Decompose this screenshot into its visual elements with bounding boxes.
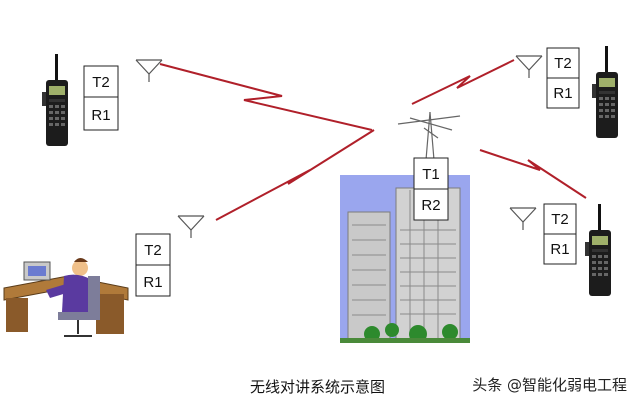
label-tx-lower-right: T2 bbox=[551, 211, 569, 228]
link-lower-right-radio bbox=[479, 149, 587, 199]
label-tx-repeater: T1 bbox=[422, 166, 440, 183]
link-left-radio bbox=[159, 63, 373, 131]
label-tx-left: T2 bbox=[92, 74, 110, 91]
tower-antenna-icon bbox=[397, 111, 461, 161]
walkie-talkie-left-icon bbox=[42, 54, 68, 146]
label-rx-lower-right: R1 bbox=[550, 241, 569, 258]
label-rx-repeater: R2 bbox=[421, 197, 440, 214]
walkie-talkie-right-icon bbox=[592, 46, 618, 138]
label-rx-left: R1 bbox=[91, 107, 110, 124]
box-repeater: T1 R2 bbox=[413, 157, 449, 221]
walkie-talkie-lower-right-icon bbox=[585, 204, 611, 296]
antenna-right-icon bbox=[515, 55, 543, 79]
label-tx-dispatcher: T2 bbox=[144, 242, 162, 259]
box-radio-lower-right: T2 R1 bbox=[543, 203, 577, 265]
watermark: 头条 @智能化弱电工程 bbox=[472, 376, 627, 394]
antenna-lower-right-icon bbox=[509, 207, 537, 231]
repeater-building bbox=[340, 175, 470, 343]
box-radio-right: T2 R1 bbox=[546, 47, 580, 109]
label-rx-right: R1 bbox=[553, 85, 572, 102]
box-dispatcher: T2 R1 bbox=[135, 233, 171, 297]
label-tx-right: T2 bbox=[554, 55, 572, 72]
antenna-dispatcher-icon bbox=[177, 215, 205, 239]
link-right-radio bbox=[411, 59, 515, 105]
antenna-left-icon bbox=[135, 59, 163, 83]
dispatcher-desk-icon bbox=[3, 258, 129, 337]
box-radio-left: T2 R1 bbox=[83, 65, 119, 131]
link-dispatcher bbox=[215, 129, 375, 221]
diagram-caption: 无线对讲系统示意图 bbox=[249, 378, 385, 396]
label-rx-dispatcher: R1 bbox=[143, 274, 162, 291]
radio-links bbox=[159, 59, 587, 221]
